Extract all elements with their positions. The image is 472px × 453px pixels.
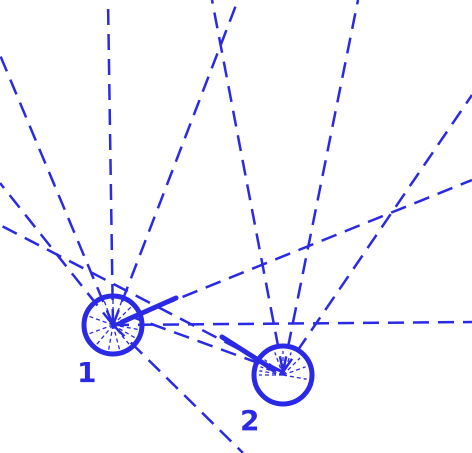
rays-from-node-2 [0,0,472,374]
node-1-label: 1 [77,356,96,389]
node-1-spoke-11 [88,324,114,335]
node-2-spokes [259,351,307,380]
node-1-spoke-5 [112,324,139,331]
node-2-spoke-1 [264,359,284,376]
node-1-spoke-10 [95,324,114,346]
node-2-heading-line [219,334,277,373]
node-1-spoke-2 [112,300,123,326]
node-1-spoke-9 [107,324,114,351]
node-2-spoke-7 [282,374,307,380]
node-2-circle [251,343,315,407]
ray-1-up-left [0,54,115,326]
ray-1-up [106,0,115,326]
ray-1-right [112,320,472,327]
node-1-spoke-3 [112,306,132,326]
ray-2-up-left [210,0,285,373]
node-2-spoke-0 [259,370,284,376]
node-1-spoke-0 [103,300,114,326]
node-1-spoke-7 [112,324,131,346]
ray-2-up-right [281,0,360,373]
node-1-spoke-6 [112,324,136,339]
node-1-heading-line [119,295,179,325]
node-1: 1 [77,293,179,389]
node-2: 2 [219,334,315,437]
node-1-spoke-12 [88,315,114,326]
node-1-spoke-8 [112,324,121,351]
node-1-circle [81,293,145,357]
node-2-label: 2 [240,404,259,437]
ray-1-up-right [111,0,240,326]
ray-2-right [281,94,472,373]
